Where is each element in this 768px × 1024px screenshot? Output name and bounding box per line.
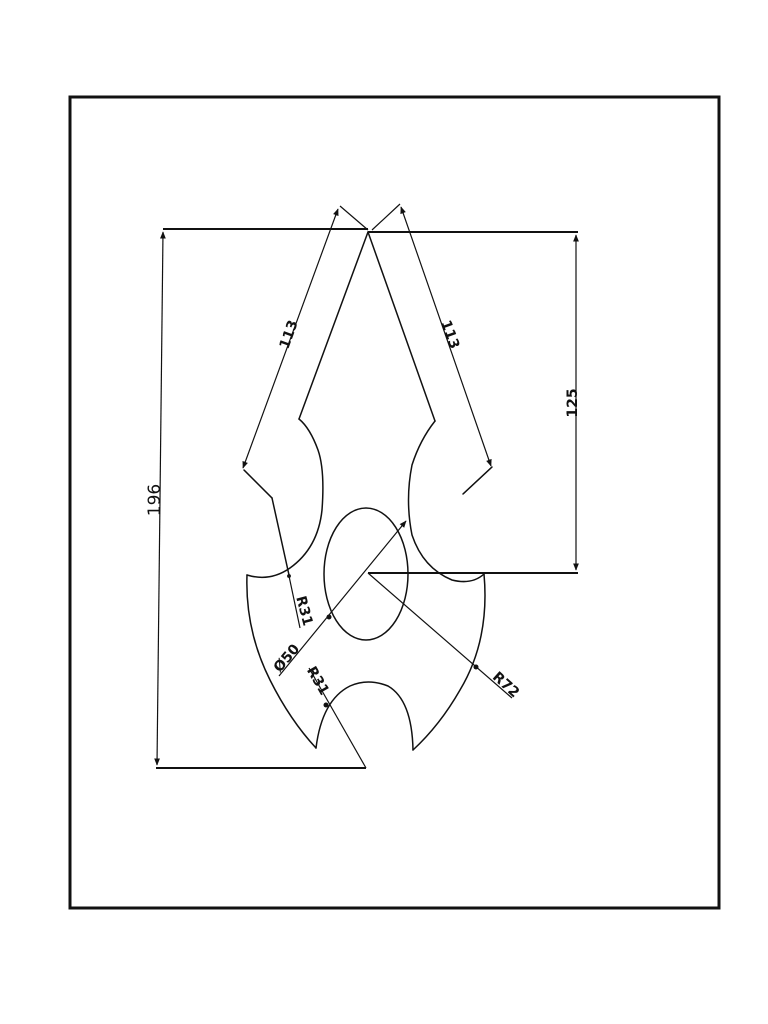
- leader-r31-lower: R31: [303, 664, 367, 769]
- dim-r31-lower-label: R31: [303, 664, 332, 698]
- dim-r72-label: R72: [489, 669, 522, 701]
- leader-r31-left: R31: [287, 574, 316, 629]
- dimension-right-arm: 113: [371, 203, 493, 495]
- dimension-overall-height: 196: [145, 228, 368, 769]
- dim-113-left-label: 113: [277, 318, 302, 351]
- dim-113-right-label: 113: [437, 318, 462, 351]
- leader-diameter-50: Ø50: [271, 520, 407, 677]
- drawing-frame: [68, 95, 721, 910]
- leader-r72: R72: [367, 572, 522, 701]
- dim-r31-left-label: R31: [292, 594, 315, 627]
- dimension-upper-height: 125: [368, 231, 581, 574]
- dimension-left-arm: 113: [242, 205, 369, 499]
- dim-diameter-50-label: Ø50: [271, 641, 304, 676]
- dim-196-label: 196: [145, 484, 165, 516]
- dim-125-label: 125: [565, 388, 581, 417]
